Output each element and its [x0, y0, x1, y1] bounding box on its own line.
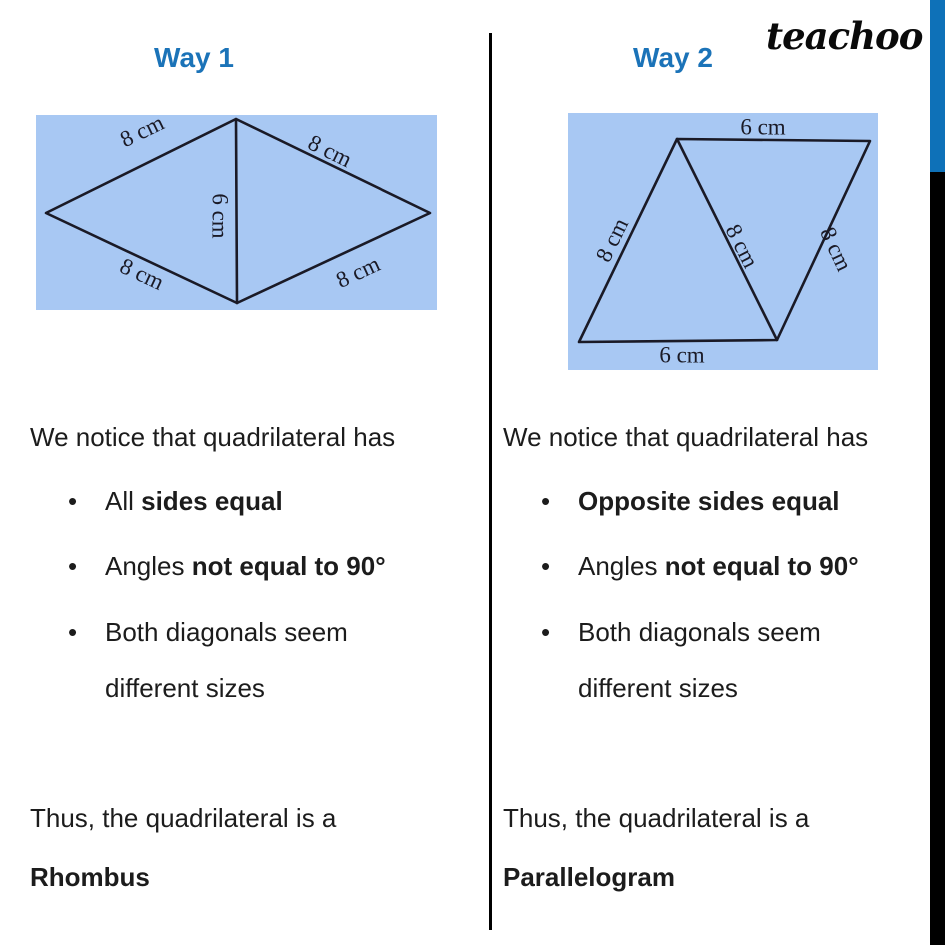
way1-heading: Way 1: [154, 42, 234, 73]
bullet-dot: •: [541, 486, 551, 516]
bullet-text: Opposite sides equal: [578, 486, 840, 516]
diagonal-label: 6 cm: [208, 193, 233, 238]
bullet-text: Angles not equal to 90°: [105, 551, 386, 581]
bullet-dot: •: [541, 551, 551, 581]
observation-intro: We notice that quadrilateral has: [503, 422, 869, 452]
bullet-angles: • Angles not equal to 90°: [68, 551, 386, 581]
bullet-text: Both diagonals seem: [105, 617, 348, 647]
parallelogram-diagram: 6 cm 8 cm 8 cm 8 cm 6 cm: [568, 113, 878, 370]
bullet-dot: •: [68, 617, 78, 647]
side-label-bottom: 6 cm: [659, 343, 704, 368]
conclusion-shape: Rhombus: [30, 862, 150, 892]
bullet-sides: • Opposite sides equal: [541, 486, 840, 516]
observation-intro: We notice that quadrilateral has: [30, 422, 396, 452]
bullet-diagonals-line1: • Both diagonals seem: [68, 617, 348, 647]
column-divider: [489, 33, 492, 930]
way2-heading: Way 2: [633, 42, 713, 73]
bullet-text: Angles not equal to 90°: [578, 551, 859, 581]
bullet-diagonals-line1: • Both diagonals seem: [541, 617, 821, 647]
teachoo-logo: teachoo: [766, 14, 923, 58]
bullet-dot: •: [541, 617, 551, 647]
bullet-text: Both diagonals seem: [578, 617, 821, 647]
way1-column: Way 1 8 cm 8 cm 6 cm 8 cm 8 cm We notice…: [0, 0, 472, 945]
bullet-diagonals-line2: different sizes: [105, 673, 265, 703]
way2-column: Way 2 6 cm 8 cm 8 cm 8 cm 6 cm We notice…: [473, 0, 945, 945]
side-label-top: 6 cm: [740, 115, 785, 140]
conclusion-prefix: Thus, the quadrilateral is a: [503, 803, 810, 833]
bullet-dot: •: [68, 486, 78, 516]
bullet-text: All sides equal: [105, 486, 283, 516]
conclusion-prefix: Thus, the quadrilateral is a: [30, 803, 337, 833]
bullet-sides: • All sides equal: [68, 486, 283, 516]
rhombus-outline: [44, 117, 432, 305]
edge-accent-bar-blue: [930, 0, 945, 172]
rhombus-vertical-diagonal: [234, 117, 239, 305]
conclusion-shape: Parallelogram: [503, 862, 675, 892]
diagram-background: [568, 113, 878, 370]
bullet-dot: •: [68, 551, 78, 581]
parallelogram-diagonal: [675, 137, 779, 342]
bullet-angles: • Angles not equal to 90°: [541, 551, 859, 581]
edge-accent-bar-black: [930, 172, 945, 945]
rhombus-diagram: 8 cm 8 cm 6 cm 8 cm 8 cm: [36, 115, 437, 310]
bullet-diagonals-line2: different sizes: [578, 673, 738, 703]
